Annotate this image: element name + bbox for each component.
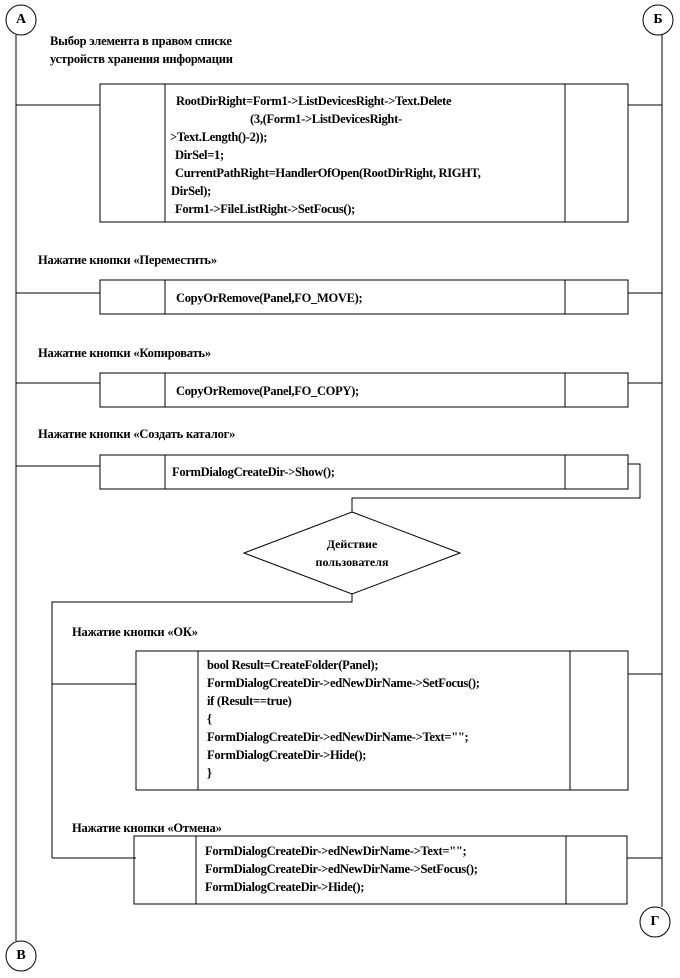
code-block-copy: CopyOrRemove(Panel,FO_COPY);: [176, 384, 359, 398]
code-line: FormDialogCreateDir->edNewDirName->SetFo…: [205, 862, 478, 876]
label-move: Нажатие кнопки «Переместить»: [38, 253, 217, 267]
connector-a-label: А: [15, 12, 27, 27]
label-select-right-line1: Выбор элемента в правом списке: [50, 34, 232, 48]
code-line: RootDirRight=Form1->ListDevicesRight->Te…: [176, 94, 452, 108]
connector-b-circle: [642, 4, 674, 36]
connector-v-circle: [5, 940, 37, 972]
code-block-ok: bool Result=CreateFolder(Panel); FormDia…: [207, 656, 480, 782]
code-line: CurrentPathRight=HandlerOfOpen(RootDirRi…: [175, 166, 481, 180]
code-line: if (Result==true): [207, 694, 292, 708]
label-create-dir: Нажатие кнопки «Создать каталог»: [38, 427, 236, 441]
code-line: FormDialogCreateDir->Hide();: [205, 880, 365, 894]
code-line: (3,(Form1->ListDevicesRight-: [250, 112, 402, 126]
code-block-create-dir: FormDialogCreateDir->Show();: [172, 465, 335, 479]
code-line: Form1->FileListRight->SetFocus();: [175, 202, 355, 216]
connector-g-label: Г: [650, 914, 660, 929]
label-select-right-line2: устройств хранения информации: [50, 52, 233, 66]
label-copy: Нажатие кнопки «Копировать»: [38, 346, 211, 360]
code-line: FormDialogCreateDir->edNewDirName->Text=…: [205, 844, 467, 858]
connector-b-label: Б: [653, 12, 663, 27]
connector-a-circle: [5, 4, 37, 36]
code-block-cancel: FormDialogCreateDir->edNewDirName->Text=…: [205, 842, 478, 896]
code-line: FormDialogCreateDir->edNewDirName->SetFo…: [207, 676, 480, 690]
code-line: }: [207, 766, 212, 780]
decision-line2: пользователя: [315, 555, 389, 569]
code-block-move: CopyOrRemove(Panel,FO_MOVE);: [176, 291, 363, 305]
code-line: DirSel=1;: [175, 148, 224, 162]
code-line: FormDialogCreateDir->Hide();: [207, 748, 367, 762]
code-line: FormDialogCreateDir->edNewDirName->Text=…: [207, 730, 469, 744]
code-line: {: [207, 712, 212, 726]
label-cancel: Нажатие кнопки «Отмена»: [72, 821, 222, 835]
code-line: bool Result=CreateFolder(Panel);: [207, 658, 379, 672]
code-line: >Text.Length()-2));: [170, 130, 268, 144]
code-block-select-right: RootDirRight=Form1->ListDevicesRight->Te…: [170, 92, 481, 218]
decision-line1: Действие: [326, 537, 378, 551]
connector-g-circle: [639, 906, 671, 938]
code-line: DirSel);: [171, 184, 211, 198]
label-ok: Нажатие кнопки «ОК»: [72, 625, 198, 639]
connector-v-label: В: [16, 948, 26, 963]
decision-text: Действие пользователя: [292, 535, 412, 571]
